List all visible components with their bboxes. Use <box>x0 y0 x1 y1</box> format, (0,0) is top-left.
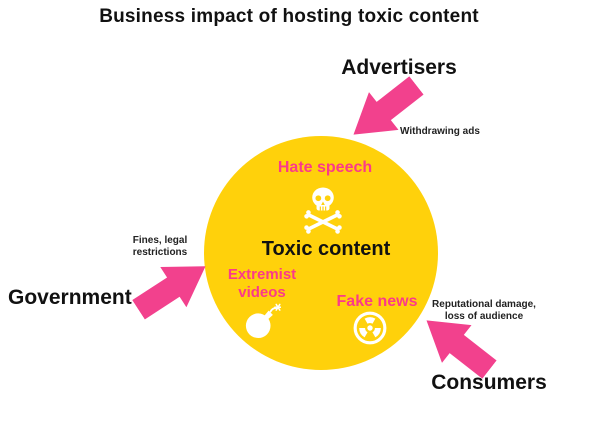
radiation-icon <box>353 311 387 345</box>
toxic-content-label: Toxic content <box>261 238 391 260</box>
fake-news-label: Fake news <box>336 293 418 310</box>
advertisers-impact-label: Withdrawing ads <box>400 126 480 137</box>
diagram-title: Business impact of hosting toxic content <box>99 6 479 27</box>
actor-advertisers-label: Advertisers <box>341 56 457 79</box>
toxic-content-circle <box>204 136 438 370</box>
bomb-icon <box>245 303 281 339</box>
skull-crossbones-icon <box>304 187 342 234</box>
extremist-videos-label: Extremist videos <box>227 266 297 301</box>
hate-speech-label: Hate speech <box>277 159 373 176</box>
consumers-impact-label: Reputational damage, loss of audience <box>432 299 536 322</box>
actor-government-label: Government <box>8 286 132 309</box>
actor-consumers-label: Consumers <box>431 371 547 394</box>
government-impact-label: Fines, legal restrictions <box>132 235 188 258</box>
